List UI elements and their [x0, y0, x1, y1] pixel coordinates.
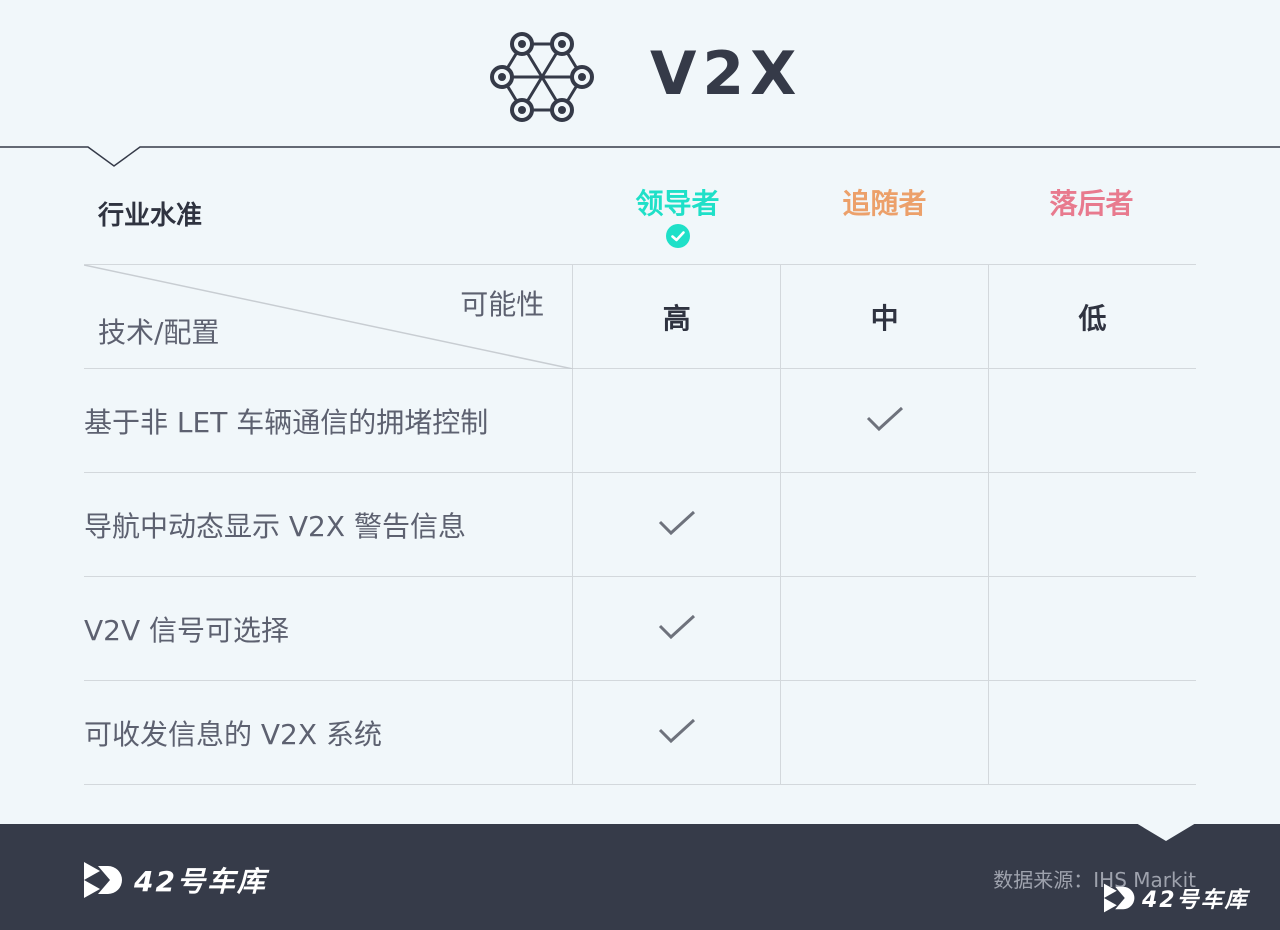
cell-medium — [780, 576, 989, 681]
check-icon — [658, 718, 695, 743]
brand-logo: 42号车库 — [84, 860, 267, 900]
table-header-row: 可能性 技术/配置 高 中 低 — [84, 264, 1196, 369]
watermark-text: 42号车库 — [1142, 888, 1249, 913]
corner-tech-label: 技术/配置 — [98, 316, 220, 349]
level-high: 高 — [572, 264, 781, 369]
industry-level-label: 行业水准 — [98, 201, 203, 231]
level-low: 低 — [988, 264, 1196, 369]
check-icon — [658, 614, 695, 639]
table-row: 导航中动态显示 V2X 警告信息 — [84, 472, 1196, 577]
table-row: 可收发信息的 V2X 系统 — [84, 680, 1196, 785]
row-label: 基于非 LET 车辆通信的拥堵控制 — [84, 368, 573, 473]
cell-low — [988, 680, 1196, 785]
cell-medium — [780, 368, 989, 473]
cell-high — [572, 368, 781, 473]
watermark-mark-icon — [1104, 883, 1135, 913]
watermark-logo: 42号车库 — [1104, 882, 1249, 914]
row-label: V2V 信号可选择 — [84, 576, 573, 681]
page-title: V2X — [650, 39, 803, 109]
check-icon — [866, 406, 903, 431]
row-label: 可收发信息的 V2X 系统 — [84, 680, 573, 785]
cell-low — [988, 576, 1196, 681]
cell-low — [988, 368, 1196, 473]
brand-mark-icon — [84, 862, 122, 898]
v2x-network-icon — [490, 32, 594, 122]
brand-name: 42号车库 — [134, 865, 267, 898]
table-row: V2V 信号可选择 — [84, 576, 1196, 681]
cell-high — [572, 680, 781, 785]
cell-high — [572, 472, 781, 577]
diagonal-divider — [84, 265, 573, 369]
header: V2X — [0, 0, 1280, 150]
corner-cell: 可能性 技术/配置 — [84, 264, 573, 369]
column-leader: 领导者 — [635, 187, 720, 220]
header-divider — [0, 146, 1280, 167]
level-medium: 中 — [780, 264, 989, 369]
leader-check-badge-icon — [666, 224, 690, 248]
cell-medium — [780, 472, 989, 577]
column-laggard: 落后者 — [1049, 187, 1134, 220]
table-row: 基于非 LET 车辆通信的拥堵控制 — [84, 368, 1196, 473]
cell-high — [572, 576, 781, 681]
comparison-table: 可能性 技术/配置 高 中 低 基于非 LET 车辆通信的拥堵控制 导航中动态显… — [84, 264, 1196, 785]
corner-possibility-label: 可能性 — [460, 288, 545, 321]
footer-notch — [1136, 823, 1196, 841]
footer: 42号车库 数据来源：IHS Markit 42号车库 — [0, 823, 1280, 930]
data-source: 数据来源：IHS Markit — [993, 868, 1196, 892]
check-icon — [658, 510, 695, 535]
cell-low — [988, 472, 1196, 577]
column-follower: 追随者 — [842, 187, 927, 220]
cell-medium — [780, 680, 989, 785]
row-label: 导航中动态显示 V2X 警告信息 — [84, 472, 573, 577]
